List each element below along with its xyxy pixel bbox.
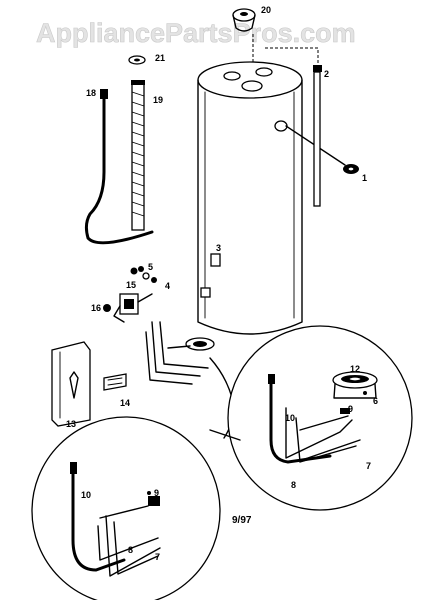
part-19-flex-connector: [131, 80, 145, 231]
part-21-washer: [128, 55, 146, 65]
callout-21: 21: [155, 53, 165, 63]
part-18-dip-tube: [84, 89, 154, 245]
callout-3: 3: [216, 243, 221, 253]
watermark-logo: AppliancePartsPros.com: [36, 18, 356, 48]
callout-2: 2: [324, 69, 329, 79]
part-15-gas-control: [113, 293, 153, 323]
callout-19: 19: [153, 95, 163, 105]
part-13-outer-door: [51, 341, 91, 427]
callout-18: 18: [86, 88, 96, 98]
part-1-relief-valve: [285, 125, 359, 174]
detail-circle-right: [227, 325, 413, 511]
part-14-inner-door: [103, 373, 127, 391]
callout-20: 20: [261, 5, 271, 15]
date-code: 9/97: [232, 515, 252, 526]
part-2-anode-rod: [313, 65, 322, 207]
part-16-nut: [103, 304, 111, 312]
callout-13: 13: [66, 419, 76, 429]
callout-9: 9: [348, 404, 353, 414]
callout-15: 15: [126, 280, 136, 290]
detail-callout-7: 7: [155, 552, 160, 562]
callout-16: 16: [91, 303, 101, 313]
detail-connector-2: [209, 429, 241, 441]
callout-14: 14: [120, 398, 130, 408]
callout-8: 8: [291, 480, 296, 490]
alignment-line-anode: [265, 47, 319, 66]
detail-callout-8: 8: [128, 545, 133, 555]
callout-4: 4: [165, 281, 170, 291]
part-5-nut: [130, 266, 144, 275]
callout-12: 12: [350, 364, 360, 374]
detail-circle-left: [31, 416, 221, 600]
detail-callout-10: 10: [81, 490, 91, 500]
callout-7: 7: [366, 461, 371, 471]
detail-callout-9: 9: [154, 488, 159, 498]
part-20-flue-cap: [232, 8, 256, 32]
callout-labels: 1 2 3 4 5 6 7 8 9 10 12 13 14 15 16 18 1…: [66, 5, 378, 562]
callout-5: 5: [148, 262, 153, 272]
burner-assembly: [145, 321, 215, 385]
callout-1: 1: [362, 173, 367, 183]
water-heater-tank: [197, 61, 303, 335]
callout-10: 10: [285, 413, 295, 423]
part-4-fitting: [142, 272, 157, 283]
callout-6: 6: [373, 396, 378, 406]
